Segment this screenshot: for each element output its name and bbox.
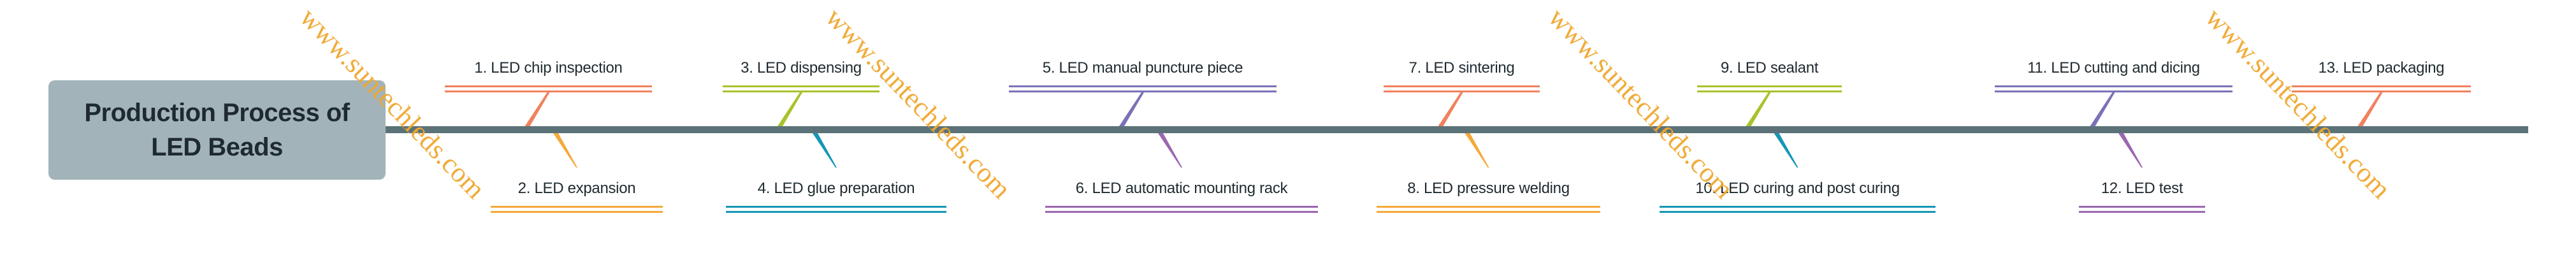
step-label[interactable]: 9. LED sealant bbox=[1720, 59, 1819, 76]
step-label[interactable]: 11. LED cutting and dicing bbox=[2027, 59, 2200, 76]
step-underline bbox=[1697, 85, 1842, 92]
branch-connector bbox=[2357, 92, 2383, 126]
step-label[interactable]: 12. LED test bbox=[2101, 180, 2183, 197]
step-underline bbox=[491, 206, 663, 213]
branch-connector bbox=[778, 92, 802, 126]
step-label[interactable]: 10. LED curing and post curing bbox=[1695, 180, 1900, 197]
step-underline bbox=[1009, 85, 1277, 92]
step-underline bbox=[723, 85, 879, 92]
step-label[interactable]: 13. LED packaging bbox=[2318, 59, 2445, 76]
step-label[interactable]: 4. LED glue preparation bbox=[757, 180, 915, 197]
branch-connector bbox=[1465, 133, 1489, 168]
branch-connector bbox=[1158, 133, 1182, 168]
step-label[interactable]: 6. LED automatic mounting rack bbox=[1075, 180, 1288, 197]
branch-connector bbox=[2090, 92, 2115, 126]
branch-connector bbox=[553, 133, 577, 168]
branch-connector bbox=[1119, 92, 1144, 126]
branch-connector bbox=[525, 92, 550, 126]
step-underline bbox=[1045, 206, 1318, 213]
step-label[interactable]: 7. LED sintering bbox=[1408, 59, 1515, 76]
branch-connector bbox=[1438, 92, 1463, 126]
branch-connector bbox=[813, 133, 837, 168]
step-underline bbox=[726, 206, 946, 213]
root-topic-label: Production Process of LED Beads bbox=[84, 99, 350, 161]
step-underline bbox=[1384, 85, 1540, 92]
step-underline bbox=[1995, 85, 2232, 92]
step-label[interactable]: 1. LED chip inspection bbox=[474, 59, 623, 76]
step-label[interactable]: 3. LED dispensing bbox=[741, 59, 862, 76]
branch-connector bbox=[1746, 92, 1771, 126]
step-underline bbox=[2079, 206, 2205, 213]
step-label[interactable]: 8. LED pressure welding bbox=[1407, 180, 1570, 197]
branch-connector bbox=[1774, 133, 1798, 168]
branch-connector bbox=[2118, 133, 2143, 168]
fishbone-spine bbox=[386, 126, 2528, 133]
step-underline bbox=[1660, 206, 1936, 213]
root-topic[interactable]: Production Process of LED Beads bbox=[48, 80, 386, 180]
step-label[interactable]: 5. LED manual puncture piece bbox=[1042, 59, 1243, 76]
step-label[interactable]: 2. LED expansion bbox=[517, 180, 636, 197]
step-underline bbox=[1377, 206, 1600, 213]
step-underline bbox=[445, 85, 652, 92]
step-underline bbox=[2292, 85, 2471, 92]
